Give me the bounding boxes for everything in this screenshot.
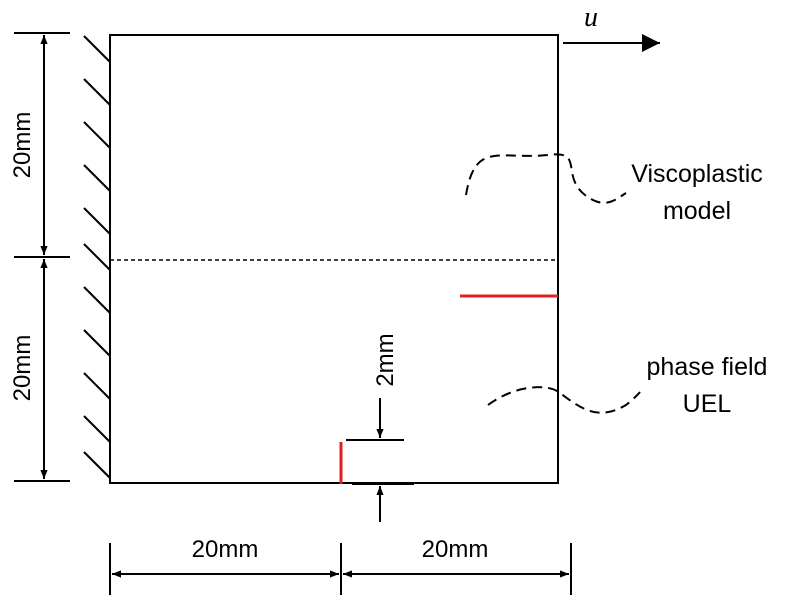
- viscoplastic-label-line1: Viscoplastic: [631, 160, 763, 188]
- dim-bottom-left-label: 20mm: [192, 536, 259, 563]
- specimen-outline: [109, 34, 559, 484]
- bottom-dimension: [109, 543, 572, 595]
- dim-upper-label: 20mm: [9, 112, 36, 179]
- phase-field-leader-curve: [487, 386, 641, 414]
- viscoplastic-label-line2: model: [663, 197, 731, 225]
- viscoplastic-leader-curve: [465, 153, 627, 204]
- phase-field-label-line2: UEL: [683, 390, 732, 418]
- phase-field-label-line1: phase field: [647, 353, 768, 381]
- fixed-support-hatching: [83, 35, 111, 479]
- dim-bottom-right-label: 20mm: [422, 536, 489, 563]
- dim-crack-gap-label: 2mm: [372, 333, 399, 386]
- crack-gap-dimension: [346, 398, 414, 522]
- load-label: u: [584, 2, 598, 33]
- left-dimension: [14, 32, 70, 482]
- dim-lower-label: 20mm: [9, 335, 36, 402]
